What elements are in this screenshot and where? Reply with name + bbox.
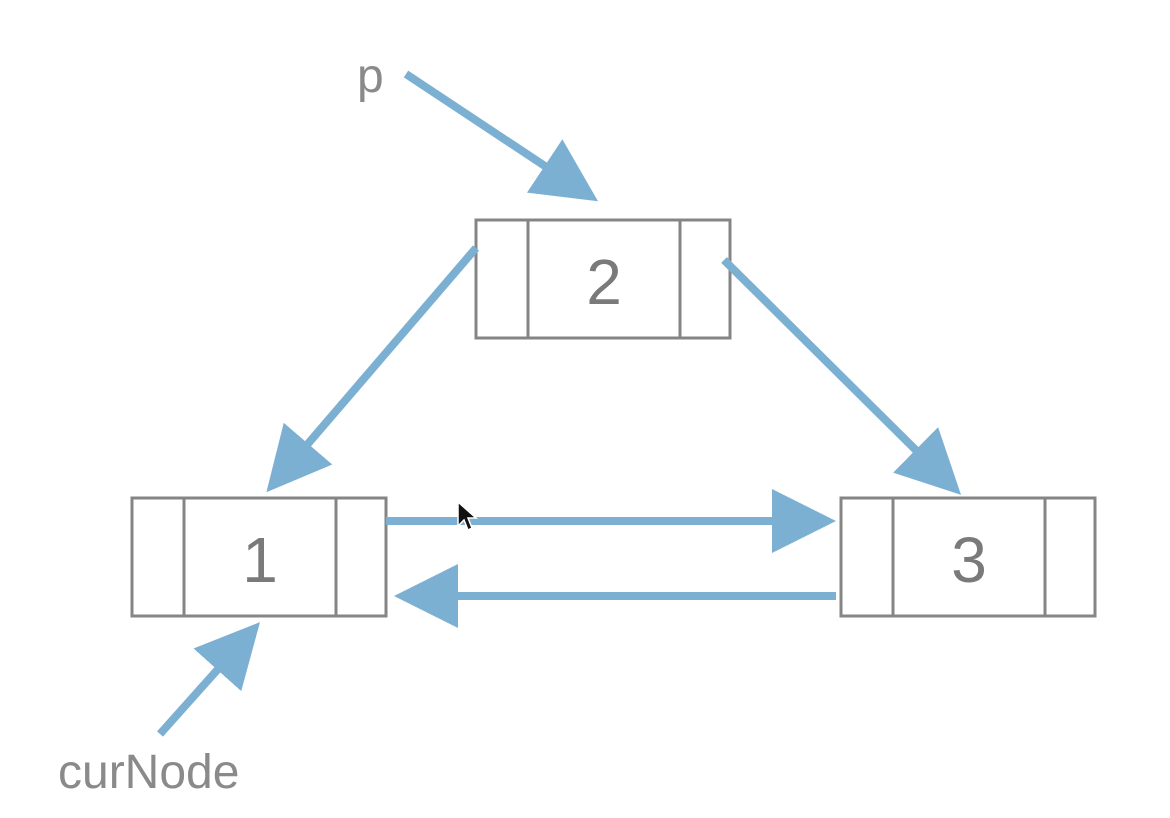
node-3-prev-cell <box>839 496 895 618</box>
node-2-next-cell <box>678 218 732 340</box>
node-1-value: 1 <box>242 524 278 596</box>
node-2-prev-cell <box>474 218 530 340</box>
pointer-label-p: p <box>357 50 384 103</box>
node-1: 1 <box>130 496 388 618</box>
arrow-node-2-to-node-1 <box>266 245 480 493</box>
node-2: 2 <box>474 218 732 340</box>
mouse-cursor-icon <box>457 500 478 532</box>
arrow-p-to-node-2 <box>403 70 599 202</box>
node-1-data-cell <box>182 496 338 618</box>
node-2-value: 2 <box>586 246 622 318</box>
node-1-prev-cell <box>130 496 186 618</box>
arrow-curnode-to-node-1 <box>157 622 260 737</box>
node-3: 3 <box>839 496 1097 618</box>
arrow-node-2-to-node-3 <box>721 257 962 495</box>
node-3-data-cell <box>891 496 1047 618</box>
node-3-next-cell <box>1043 496 1097 618</box>
node-3-value: 3 <box>951 524 987 596</box>
node-2-data-cell <box>526 218 682 340</box>
pointer-label-curnode: curNode <box>58 746 239 799</box>
node-1-next-cell <box>334 496 388 618</box>
